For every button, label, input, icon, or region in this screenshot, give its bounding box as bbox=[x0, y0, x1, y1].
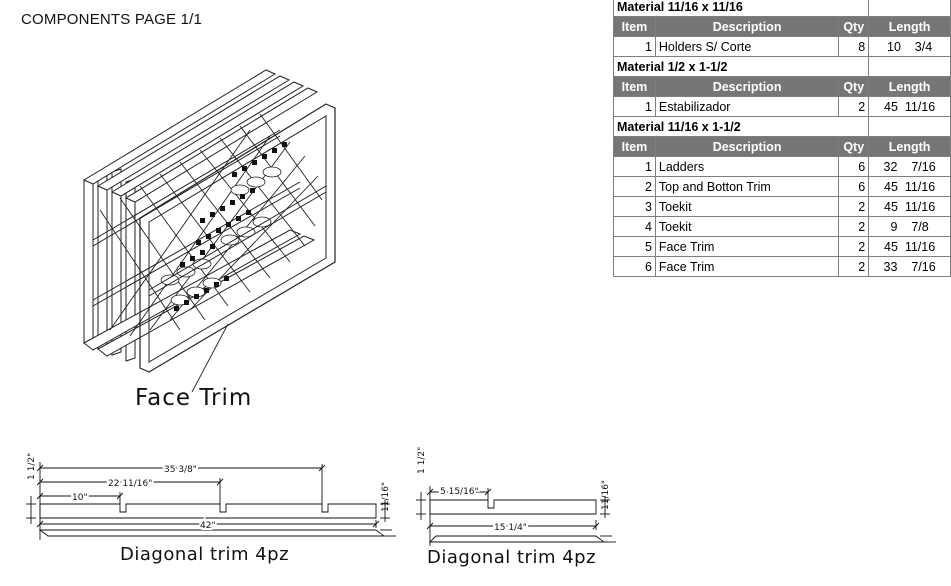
material-label: Material 1/2 x 1-1/2 bbox=[612, 56, 870, 77]
cell-description: Holders S/ Corte bbox=[654, 36, 840, 57]
cell-description: Top and Botton Trim bbox=[654, 176, 840, 197]
material-label: Material 11/16 x 1-1/2 bbox=[612, 116, 870, 137]
header-qty: Qty bbox=[838, 136, 870, 157]
material-row: Material 11/16 x 11/16 bbox=[612, 0, 951, 17]
diagonal-trim-right-caption: Diagonal trim 4pz bbox=[427, 547, 596, 568]
diagonal-trim-left-caption: Diagonal trim 4pz bbox=[120, 544, 289, 565]
dim-left-height: 1 1/2" bbox=[27, 453, 37, 480]
dim-5-15-16: 5 15/16" bbox=[440, 487, 479, 497]
material-row: Material 1/2 x 1-1/2 bbox=[612, 56, 951, 77]
material-label: Material 11/16 x 11/16 bbox=[612, 0, 870, 17]
dim-right-right-height: 11/16" bbox=[601, 480, 611, 510]
diagonal-trim-left-detail bbox=[26, 462, 396, 540]
cell-description: Face Trim bbox=[654, 236, 840, 257]
dim-right-height: 11/16" bbox=[381, 482, 391, 512]
page-title: COMPONENTS PAGE 1/1 bbox=[21, 11, 203, 28]
dim-42: 42" bbox=[200, 521, 216, 531]
cell-qty: 2 bbox=[838, 256, 870, 277]
header-qty: Qty bbox=[838, 76, 870, 97]
cell-length: 45 11/16 bbox=[868, 96, 951, 117]
cell-qty: 8 bbox=[838, 36, 870, 57]
dim-right-left-height: 1 1/2" bbox=[417, 447, 427, 474]
dim-22-11-16: 22 11/16" bbox=[108, 479, 152, 489]
header-description: Description bbox=[654, 16, 840, 37]
cell-length: 45 11/16 bbox=[868, 236, 951, 257]
dim-10: 10" bbox=[72, 493, 88, 503]
face-trim-callout: Face Trim bbox=[135, 385, 252, 411]
cell-length: 9 7/8 bbox=[868, 216, 951, 237]
header-qty: Qty bbox=[838, 16, 870, 37]
header-description: Description bbox=[654, 76, 840, 97]
dim-15-1-4: 15 1/4" bbox=[494, 523, 527, 533]
material-row: Material 11/16 x 1-1/2 bbox=[612, 116, 951, 137]
header-item: Item bbox=[613, 16, 656, 37]
dim-35-3-8: 35 3/8" bbox=[164, 465, 197, 475]
cell-length: 33 7/16 bbox=[868, 256, 951, 277]
cell-description: Face Trim bbox=[654, 256, 840, 277]
wine-rack-isometric bbox=[82, 69, 336, 393]
header-description: Description bbox=[654, 136, 840, 157]
header-length: Length bbox=[868, 136, 951, 157]
diagonal-trim-right-detail bbox=[416, 486, 616, 546]
cell-length: 45 11/16 bbox=[868, 196, 951, 217]
